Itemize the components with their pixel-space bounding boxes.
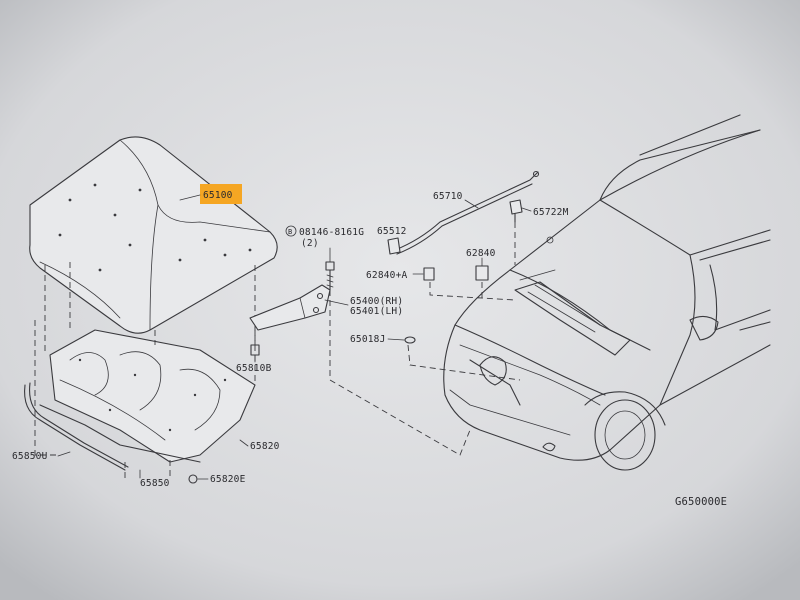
label-rod-holder: 65512	[377, 226, 407, 237]
hood-label-highlight	[200, 184, 242, 204]
label-bumper-rubber-a: 62840+A	[366, 270, 408, 281]
label-hood-seal-2: 65850	[140, 478, 170, 489]
label-hinge-grommet: 65810B	[236, 363, 272, 374]
label-bolt: 08146-8161G	[299, 227, 364, 238]
hood-rod	[394, 170, 540, 255]
label-hood-insulator: 65820	[250, 441, 280, 452]
label-hinge-lh: 65401(LH)	[350, 306, 403, 317]
label-hinge-rh: 65400(RH)	[350, 296, 403, 307]
bumper-rubbers	[423, 265, 489, 281]
insulator-clip-icon	[188, 474, 198, 484]
label-hood-rod: 65710	[433, 191, 463, 202]
label-bumper-rubber: 62840	[466, 248, 496, 259]
part-labels: 65100 B 08146-8161G (2) 65400(RH) 65401(…	[12, 190, 727, 508]
hood-panel	[29, 136, 278, 334]
rod-holder	[387, 237, 401, 255]
label-bolt-qty: (2)	[301, 238, 319, 249]
label-hood-lock: 65018J	[350, 334, 386, 345]
hood-lock-clip	[404, 336, 416, 344]
vehicle-outline	[443, 114, 771, 471]
hood-insulator	[49, 329, 256, 463]
hood-hinge	[249, 284, 331, 331]
label-bolt-prefix: B	[288, 228, 292, 236]
bolt-prefix-circle	[285, 225, 297, 237]
label-insulator-clip: 65820E	[210, 474, 246, 485]
leader-lines-left	[34, 262, 256, 480]
hinge-grommet	[250, 330, 260, 356]
figure-code: G650000E	[675, 496, 727, 508]
hood-bolt	[325, 261, 335, 291]
rod-clip	[509, 199, 523, 223]
hood-seal-strip	[24, 382, 201, 471]
label-hood: 65100	[203, 190, 233, 201]
label-hood-seal: 65850U	[12, 451, 48, 462]
label-rod-clip: 65722M	[533, 207, 569, 218]
